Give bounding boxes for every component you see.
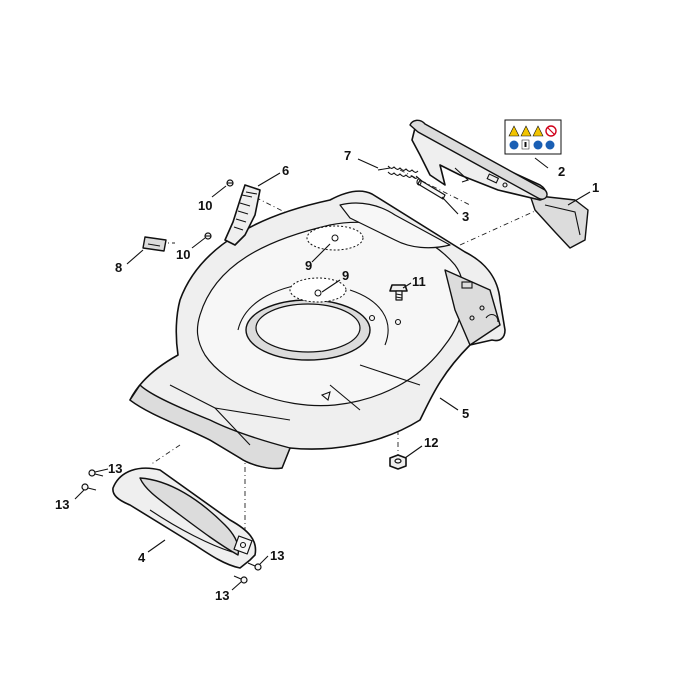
callout-12: 12 <box>424 435 438 450</box>
callout-9b: 9 <box>342 268 349 283</box>
mower-deck-housing <box>129 190 506 470</box>
callout-8: 8 <box>115 260 122 275</box>
hand-icon <box>533 140 543 150</box>
warning-triangle-icon <box>532 125 544 137</box>
callout-2: 2 <box>558 164 565 179</box>
read-manual-icon <box>509 140 519 150</box>
callout-3: 3 <box>462 209 469 224</box>
rear-guard <box>409 119 548 201</box>
callout-labels: 1 2 3 4 5 6 7 8 9 9 10 10 11 12 13 13 13… <box>55 148 599 603</box>
mounting-pads <box>289 225 364 303</box>
callout-7: 7 <box>344 148 351 163</box>
callout-1: 1 <box>592 180 599 195</box>
warning-triangle-icon <box>520 125 532 137</box>
callout-11: 11 <box>412 274 426 289</box>
callout-13b: 13 <box>55 497 69 512</box>
screws-13 <box>81 469 262 584</box>
ear-protection-icon <box>545 140 555 150</box>
height-adjuster-rack <box>224 184 261 246</box>
callout-13d: 13 <box>215 588 229 603</box>
callout-9a: 9 <box>305 258 312 273</box>
leader-lines <box>74 157 591 591</box>
warning-label <box>504 119 562 155</box>
warning-triangle-icon <box>508 125 520 137</box>
callout-10b: 10 <box>176 247 190 262</box>
rear-flap <box>529 194 589 249</box>
torsion-spring <box>377 165 423 182</box>
small-label-plate <box>142 236 167 252</box>
callout-10a: 10 <box>198 198 212 213</box>
hex-nut <box>389 454 407 470</box>
front-bumper <box>112 467 257 569</box>
callout-4: 4 <box>138 550 146 565</box>
callout-5: 5 <box>462 406 469 421</box>
screws-10 <box>204 179 234 240</box>
flange-bolt <box>389 284 408 301</box>
callout-6: 6 <box>282 163 289 178</box>
callout-13a: 13 <box>108 461 122 476</box>
callout-13c: 13 <box>270 548 284 563</box>
